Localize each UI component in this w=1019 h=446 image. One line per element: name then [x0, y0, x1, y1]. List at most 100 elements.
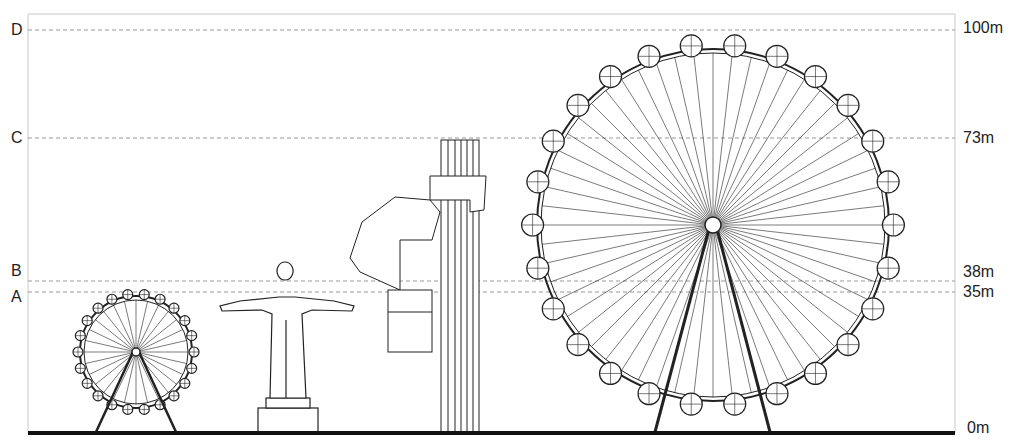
wheel-spoke — [713, 225, 714, 397]
wheel-spoke — [713, 225, 881, 263]
cabin-window — [532, 214, 533, 236]
wheel-hub — [705, 217, 721, 233]
wheel-cabin — [680, 35, 702, 57]
cabin-window — [80, 363, 81, 373]
cabin-window — [691, 393, 692, 415]
wheel-cabin — [75, 331, 85, 341]
wheel-cabin — [82, 378, 92, 388]
wheel-cabin — [123, 290, 133, 300]
wheel-cabin — [804, 66, 826, 88]
wheel-cabin — [75, 363, 85, 373]
cabin-window — [872, 298, 873, 320]
wheel-spoke — [638, 70, 713, 225]
wheel-cabin — [837, 94, 859, 116]
wheel-spoke — [89, 329, 136, 352]
wheel-spoke — [545, 187, 713, 225]
wheel-spoke — [136, 300, 137, 352]
wheel-spoke — [606, 91, 713, 225]
wheel-inner-rim — [84, 300, 188, 404]
cabin-window — [78, 347, 79, 357]
wheel-spoke — [551, 225, 713, 282]
wheel-cabin — [187, 363, 197, 373]
cabin-window — [649, 383, 650, 405]
christ-statue — [220, 262, 354, 432]
wheel-spoke — [124, 301, 136, 352]
wheel-spoke — [113, 305, 136, 352]
wheel-leg — [139, 352, 176, 432]
cabin-window — [734, 35, 735, 57]
wheel-spoke — [136, 352, 188, 353]
cabin-window — [173, 391, 174, 401]
wheel-cabin — [600, 66, 622, 88]
wheel-spoke — [713, 225, 885, 226]
cabin-window — [815, 66, 816, 88]
cabin-window — [127, 404, 128, 414]
cabin-window — [98, 303, 99, 313]
cabin-window — [160, 294, 161, 304]
wheel-cabin — [638, 45, 660, 67]
height-value: 35m — [962, 283, 995, 301]
small-ferris-wheel — [73, 290, 199, 432]
wheel-cabin — [877, 171, 899, 193]
wheel-spoke — [591, 103, 713, 225]
wheel-spoke — [84, 352, 136, 353]
wheel-spoke — [136, 352, 137, 404]
wheel-cabin — [766, 383, 788, 405]
wheel-cabin — [600, 362, 622, 384]
wheel-cabin — [169, 303, 179, 313]
cabin-window — [577, 334, 578, 356]
wheel-spoke — [713, 168, 875, 225]
wheel-cabin — [862, 130, 884, 152]
wheel-cabin — [93, 303, 103, 313]
cabin-window — [80, 331, 81, 341]
wheel-spoke — [579, 225, 713, 332]
wheel-cabin — [169, 391, 179, 401]
wheel-cabin — [155, 294, 165, 304]
wheel-hub — [132, 348, 140, 356]
cabin-window — [184, 378, 185, 388]
cabin-window — [194, 347, 195, 357]
wheel-spoke — [713, 53, 714, 225]
wheel-spoke — [713, 187, 881, 225]
cabin-window — [610, 66, 611, 88]
wheel-spoke — [675, 225, 713, 393]
height-reference-lines — [28, 30, 955, 292]
wheel-spoke — [713, 225, 847, 332]
drop-tower — [350, 140, 486, 432]
cabin-window — [184, 316, 185, 326]
wheel-spoke — [136, 352, 159, 399]
wheel-spoke — [136, 340, 187, 352]
wheel-spoke — [713, 63, 770, 225]
cabin-window — [87, 316, 88, 326]
wheel-cabin — [766, 45, 788, 67]
wheel-spoke — [713, 91, 820, 225]
wheel-spoke — [541, 225, 713, 226]
cabin-window — [691, 35, 692, 57]
wheel-cabin — [139, 404, 149, 414]
wheel-cabin — [804, 362, 826, 384]
level-letter: A — [10, 288, 23, 306]
wheel-leg — [716, 225, 770, 432]
wheel-spoke — [713, 225, 751, 393]
cabin-window — [191, 363, 192, 373]
wheel-cabin — [882, 214, 904, 236]
height-value: 0m — [966, 419, 990, 437]
cabin-window — [98, 391, 99, 401]
wheel-inner-rim — [541, 53, 885, 397]
wheel-spoke — [656, 63, 713, 225]
cabin-window — [776, 383, 777, 405]
cabin-window — [872, 130, 873, 152]
cabin-window — [888, 171, 889, 193]
wheel-cabin — [638, 383, 660, 405]
wheel-cabin — [542, 298, 564, 320]
cabin-window — [888, 257, 889, 279]
wheel-spoke — [713, 57, 751, 225]
wheel-spoke — [542, 225, 713, 244]
cabin-window — [734, 393, 735, 415]
cabin-window — [649, 45, 650, 67]
cabin-window — [553, 298, 554, 320]
wheel-cabin — [139, 290, 149, 300]
wheel-cabin — [527, 257, 549, 279]
wheel-cabin — [187, 331, 197, 341]
wheel-rim — [537, 49, 889, 401]
